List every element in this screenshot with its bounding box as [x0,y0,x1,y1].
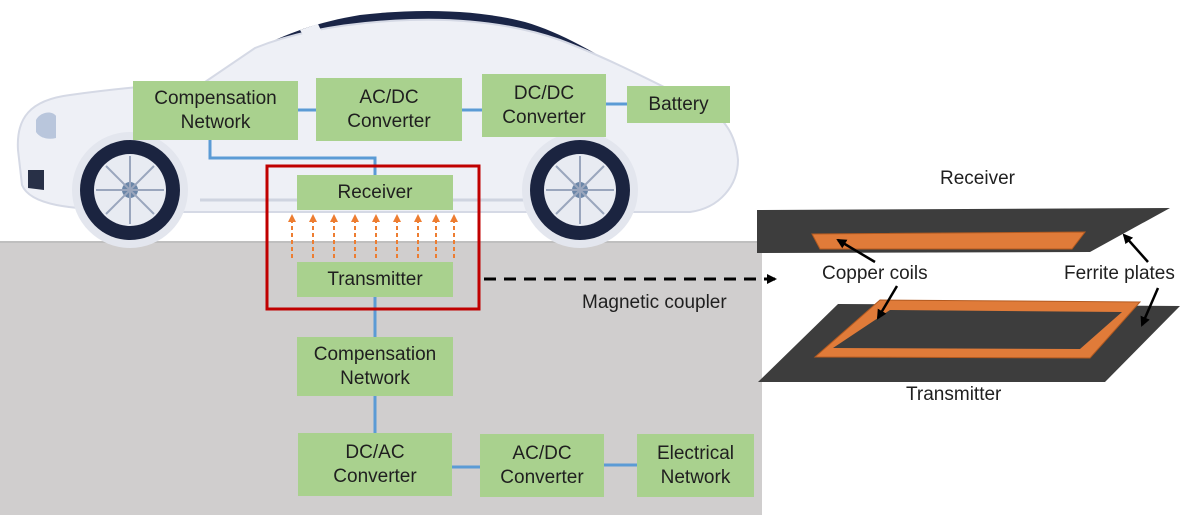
dcdc-converter: DC/DC Converter [482,74,606,137]
copper-coils-leader-upper [836,238,876,264]
ferrite-plates-leader-lower [1140,287,1160,327]
ferrite-plates-leader-upper [1122,233,1149,263]
transmitter-copper-coil-inner [833,310,1122,349]
acdc-converter-vehicle: AC/DC Converter [316,78,462,141]
copper-coils-label: Copper coils [822,263,928,284]
battery-block: Battery [627,86,730,123]
front-wheel-spokes [96,156,164,224]
electrical-network: Electrical Network [637,434,754,497]
car-bumper-grille [28,170,44,190]
magnetic-field-arrows [288,214,458,258]
receiver-block: Receiver [297,175,453,210]
copper-coils-leader-lower [876,285,899,320]
magnetic-coupler-label: Magnetic coupler [582,292,727,313]
coupler-detail-drawing [757,208,1180,382]
receiver-copper-coil [811,231,1087,250]
detail-leader-arrows [836,233,1160,327]
acdc-converter-ground: AC/DC Converter [480,434,604,497]
car-window-pillar [300,24,345,80]
compensation-network-vehicle: Compensation Network [133,81,298,140]
car-headlight [36,112,56,139]
detail-transmitter-label: Transmitter [906,384,1002,405]
ferrite-plates-label: Ferrite plates [1064,263,1175,284]
transmitter-block: Transmitter [297,262,453,297]
compensation-network-ground: Compensation Network [297,337,453,396]
detail-receiver-label: Receiver [940,168,1015,189]
electric-car-illustration [16,10,740,248]
dcac-converter: DC/AC Converter [298,433,452,496]
rear-wheel-spokes [546,156,614,224]
magnetic-coupler-frame [265,164,481,311]
